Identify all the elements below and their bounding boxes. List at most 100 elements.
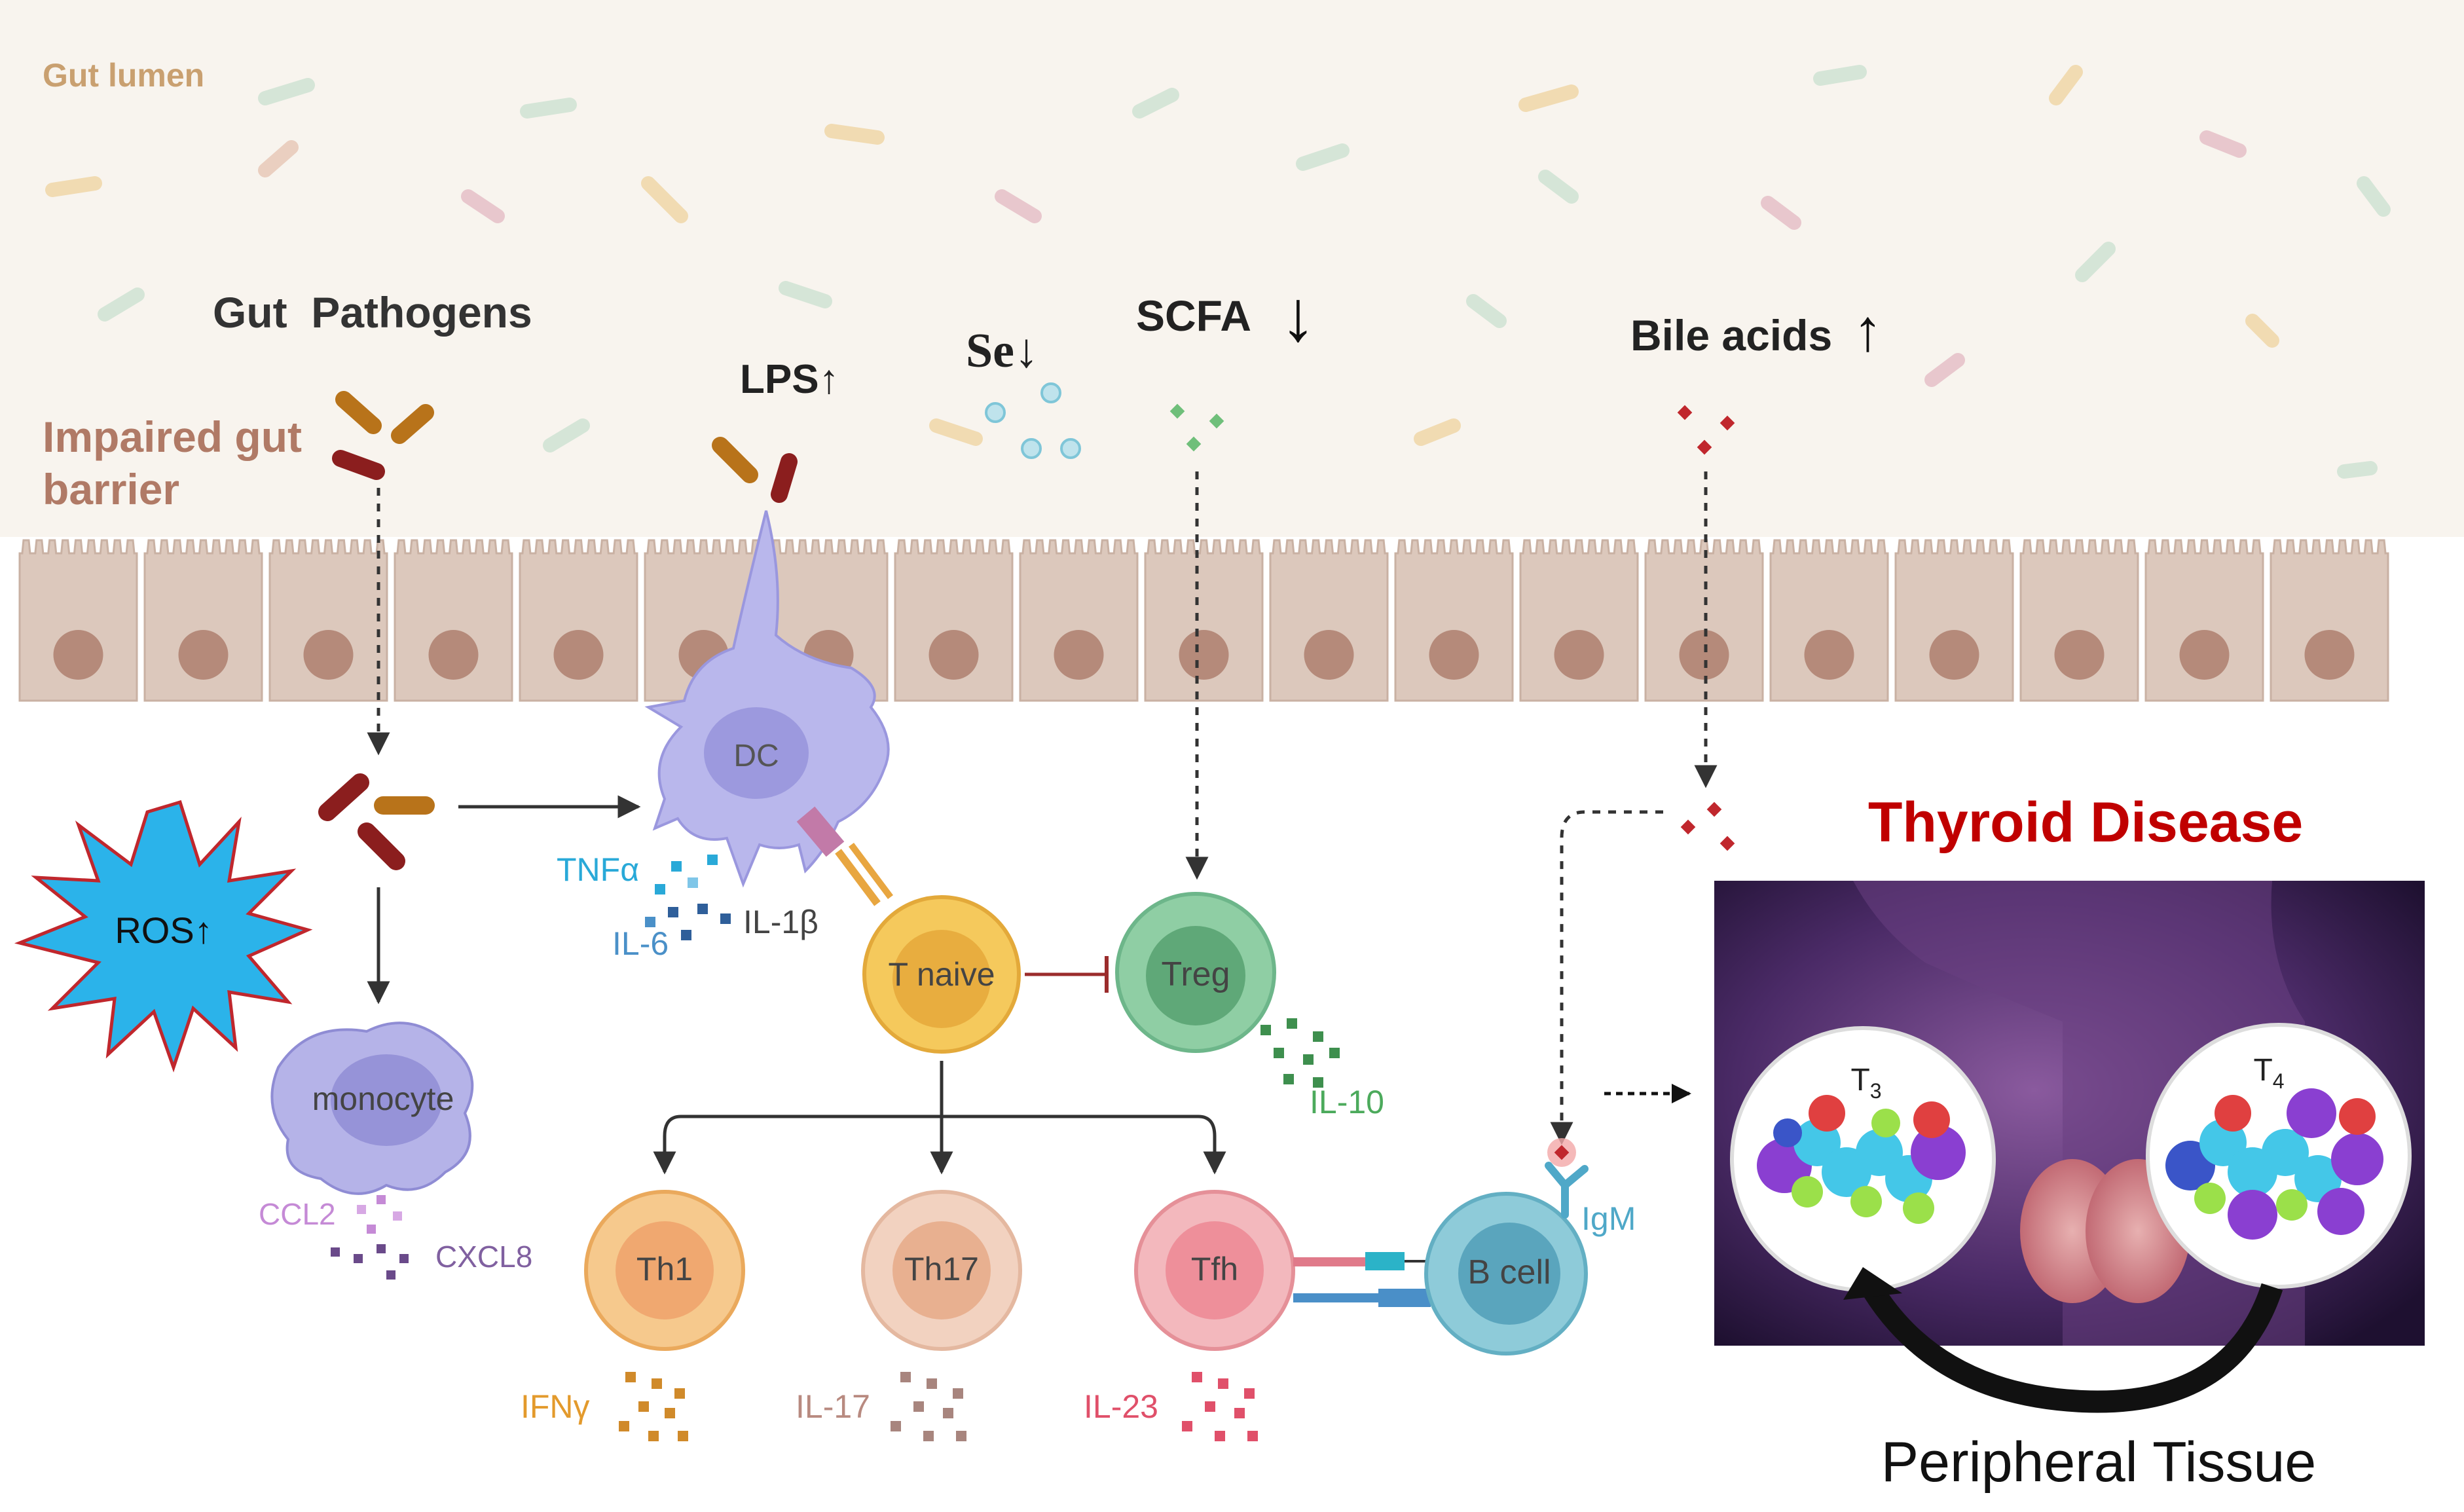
- epithelial-cell: [1769, 539, 1889, 702]
- epithelial-nucleus: [1929, 630, 1979, 680]
- th1-label: Th1: [636, 1251, 693, 1287]
- t4-label: T4: [2253, 1053, 2284, 1093]
- epithelial-cell: [1394, 539, 1514, 702]
- epithelial-cell: [1519, 539, 1639, 702]
- scfa-particles: [1169, 403, 1224, 452]
- il6-label: IL-6: [612, 925, 669, 962]
- impaired-barrier-label-line2: barrier: [43, 465, 179, 513]
- monocyte-cell: monocyte: [270, 1022, 474, 1195]
- epithelial-nucleus: [428, 630, 479, 680]
- b-cell: B cell: [1424, 1192, 1588, 1355]
- epithelial-cell: [2019, 539, 2139, 702]
- t3-label: T3: [1850, 1063, 1881, 1103]
- th1-cell: Th1: [584, 1190, 745, 1351]
- ros-burst: [14, 800, 313, 1073]
- il10-dots: [1260, 1018, 1340, 1088]
- impaired-barrier-label: Impaired gut: [43, 413, 302, 461]
- epithelial-nucleus: [553, 630, 604, 680]
- t-naive-label: T naive: [888, 956, 995, 993]
- il17-dots: [891, 1372, 966, 1441]
- igm-antibody: [1545, 1162, 1589, 1219]
- epithelial-nucleus: [53, 630, 103, 680]
- monocyte-label: monocyte: [312, 1080, 454, 1117]
- epithelial-nucleus: [2054, 630, 2105, 680]
- t-naive-cell: T naive: [862, 895, 1021, 1054]
- epithelial-cell: [1894, 539, 2014, 702]
- selenium-particles: [985, 382, 1081, 459]
- dc-cytokine-dots: [645, 855, 731, 940]
- epithelial-nucleus: [2179, 630, 2230, 680]
- treg-label: Treg: [1162, 955, 1230, 993]
- ros-label: ROS↑: [115, 910, 212, 951]
- dc-label: DC: [733, 739, 779, 773]
- dendritic-cell: DC: [644, 510, 890, 888]
- il1b-label: IL-1β: [743, 904, 818, 940]
- scfa-label: SCFA: [1136, 291, 1251, 340]
- epithelial-nucleus: [178, 630, 229, 680]
- epithelial-cell: [2144, 539, 2264, 702]
- tfh-b-cell-interaction: [1293, 1252, 1454, 1307]
- ccl2-label: CCL2: [259, 1197, 336, 1231]
- epithelial-nucleus: [1429, 630, 1479, 680]
- epithelial-nucleus: [1304, 630, 1354, 680]
- epithelial-nucleus: [1804, 630, 1854, 680]
- t-naive-to-tfh-arrow: [942, 1115, 1226, 1175]
- epithelial-cell: [394, 539, 513, 702]
- translocated-pathogens: [318, 773, 435, 870]
- epithelial-cell: [894, 539, 1014, 702]
- lps-pathogen-cluster: [712, 437, 798, 503]
- ifng-label: IFNγ: [521, 1388, 590, 1425]
- epithelial-nucleus: [1679, 630, 1729, 680]
- t4-molecule: T4: [2146, 1023, 2412, 1289]
- epithelial-nucleus: [1054, 630, 1104, 680]
- bile-acids-arrow: ↑: [1853, 298, 1883, 363]
- gut-pathogens-label: Gut Pathogens: [213, 288, 532, 337]
- lps-label: LPS↑: [740, 357, 839, 402]
- peripheral-tissue-label: Peripheral Tissue: [1881, 1431, 2316, 1494]
- epithelial-cell: [2270, 539, 2389, 702]
- epithelial-nucleus: [929, 630, 979, 680]
- tnfa-label: TNFα: [557, 851, 639, 888]
- il17-label: IL-17: [796, 1388, 870, 1425]
- thyroid-disease-title: Thyroid Disease: [1868, 791, 2303, 854]
- il23-dots: [1182, 1372, 1258, 1441]
- epithelial-cell: [1144, 539, 1264, 702]
- gut-pathogen-cluster-top: [332, 391, 434, 480]
- cxcl8-label: CXCL8: [435, 1240, 532, 1274]
- igm-label: IgM: [1581, 1200, 1636, 1237]
- lumen-bacteria: [45, 65, 2391, 479]
- bile-acid-particles: [1677, 405, 1735, 455]
- epithelial-nucleus: [1554, 630, 1604, 680]
- monocyte-cytokine-dots: [331, 1195, 409, 1280]
- translocated-bile-acids: [1680, 802, 1735, 851]
- epithelial-cell: [143, 539, 263, 702]
- il10-label: IL-10: [1310, 1084, 1384, 1120]
- ifng-dots: [619, 1372, 688, 1441]
- gut-lumen-label: Gut lumen: [43, 57, 204, 94]
- epithelial-cell: [268, 539, 388, 702]
- bile-acids-to-b-cell-arrow: [1550, 810, 1663, 1145]
- epithelial-layer: [18, 539, 2389, 702]
- bile-acid-signal: [1554, 1145, 1570, 1160]
- epithelial-nucleus: [2304, 630, 2355, 680]
- dc-t-cell-receptor: [796, 806, 893, 906]
- epithelial-cell: [18, 539, 138, 702]
- se-label: Se↓: [966, 324, 1039, 378]
- tfh-cell: Tfh: [1134, 1190, 1295, 1351]
- epithelial-cell: [1019, 539, 1139, 702]
- t3-molecule: T3: [1730, 1026, 1996, 1292]
- t-naive-to-th1-arrow: [653, 1115, 942, 1175]
- th17-label: Th17: [904, 1251, 979, 1287]
- tfh-label: Tfh: [1191, 1251, 1238, 1287]
- treg-cell: Treg: [1115, 892, 1276, 1053]
- b-cell-label: B cell: [1467, 1253, 1551, 1291]
- scfa-arrow: ↓: [1280, 276, 1316, 356]
- epithelial-nucleus: [1179, 630, 1229, 680]
- epithelial-cell: [519, 539, 638, 702]
- gut-lumen-region: [0, 0, 2464, 537]
- epithelial-nucleus: [303, 630, 354, 680]
- conversion-arrowhead: [1843, 1267, 1902, 1300]
- epithelial-cell: [1269, 539, 1389, 702]
- bile-acids-label: Bile acids: [1630, 311, 1832, 360]
